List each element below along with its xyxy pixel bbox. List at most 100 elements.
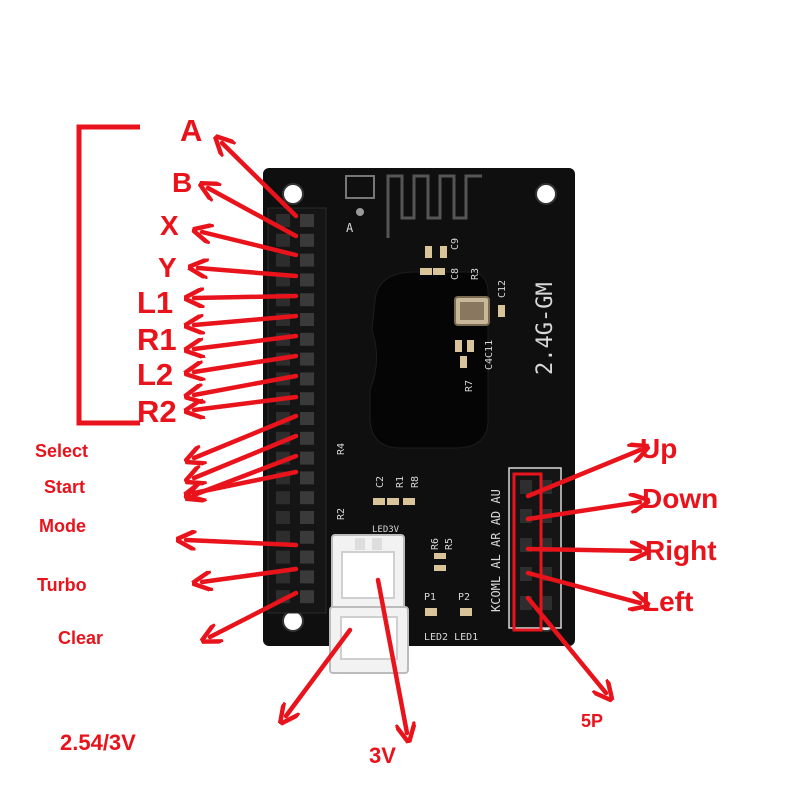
label-x: X (160, 210, 179, 241)
header-pin (300, 550, 314, 564)
header-pin (300, 491, 314, 505)
header-pin (300, 313, 314, 326)
header-pin (300, 233, 314, 247)
face-button-bracket (76, 124, 140, 426)
silk-p2: P2 (458, 592, 470, 603)
annotation-arrow (210, 590, 299, 637)
header-pin (276, 511, 290, 524)
annotation-arrow (194, 296, 299, 298)
annotation-arrow (525, 549, 640, 551)
header-pin (300, 392, 314, 406)
label-mode: Mode (39, 516, 86, 536)
annotation-arrows (186, 143, 640, 733)
label-b: B (172, 167, 193, 198)
silk-c9: C9 (450, 238, 461, 250)
header-pin (300, 372, 314, 386)
silk-c4c11: C4C11 (484, 340, 495, 370)
silk-r4: R4 (336, 443, 347, 455)
annotation-arrow (208, 188, 299, 239)
annotation-arrow (194, 333, 299, 349)
header-pin (520, 480, 532, 494)
silk-c2: C2 (375, 476, 386, 488)
silk-a: A (346, 221, 354, 235)
silk-r8: R8 (410, 476, 421, 488)
header-pin (300, 451, 314, 465)
annotation-arrow (194, 433, 299, 478)
header-pin (300, 412, 314, 425)
label-l1: L1 (137, 285, 174, 320)
label-right: Right (645, 535, 717, 566)
label-r1: R1 (137, 322, 177, 357)
annotation-arrow (525, 502, 640, 522)
annotation-arrow (194, 394, 299, 410)
annotation-arrow (202, 232, 299, 258)
header-pin (276, 570, 290, 584)
annotation-arrow (194, 469, 299, 493)
header-pin (300, 352, 314, 366)
antenna-trace (386, 174, 482, 238)
header-pin (540, 596, 552, 610)
silk-r6: R6 (430, 538, 441, 550)
header-pin (300, 590, 314, 604)
header-pin (276, 530, 290, 544)
silk-c8: C8 (450, 268, 461, 280)
label-up: Up (640, 433, 678, 464)
header-pin (276, 491, 290, 505)
antenna-connector (345, 175, 375, 199)
annotation-arrow (525, 595, 606, 693)
header-pin (276, 214, 290, 227)
smd-components (373, 246, 505, 616)
silk-led: LED2 LED1 (424, 632, 478, 643)
header-pin (300, 511, 314, 524)
silk-r2: R2 (336, 508, 347, 520)
annotation-arrow (194, 353, 299, 372)
board-model: 2.4G-GM (533, 282, 558, 375)
header-pin (300, 332, 314, 346)
header-pin (300, 293, 314, 307)
annotation-arrow (186, 540, 299, 545)
silk-r1: R1 (395, 476, 406, 488)
annotation-arrow (194, 373, 299, 395)
label-y: Y (158, 252, 177, 283)
crystal-top (460, 302, 484, 320)
silk-led3v: LED3V (372, 525, 400, 535)
via-dot (356, 208, 364, 216)
label-select: Select (35, 441, 89, 461)
header-pin (300, 471, 314, 485)
label-spec: 2.54/3V (60, 730, 136, 755)
label-3v: 3V (369, 743, 396, 768)
header-pin (300, 431, 314, 445)
annotation-arrow (375, 577, 407, 733)
annotation-arrow (202, 566, 299, 582)
label-5p: 5P (581, 711, 604, 731)
annotation-arrow (198, 268, 299, 276)
label-r2: R2 (137, 394, 177, 429)
power-connector-top (331, 534, 405, 612)
header-pin (300, 530, 314, 544)
header-pin (300, 214, 314, 227)
label-left: Left (642, 586, 694, 617)
five-pin-highlight (512, 472, 543, 632)
annotation-arrow (525, 450, 640, 499)
silk-direction-pins: KCOML AL AR AD AU (489, 489, 503, 612)
annotation-arrow (194, 313, 299, 325)
annotation-arrow (194, 413, 299, 458)
header-pin (276, 253, 290, 267)
header-pin (276, 550, 290, 564)
header-pin (300, 253, 314, 267)
label-down: Down (642, 483, 719, 514)
annotation-arrow (525, 570, 640, 603)
label-turbo: Turbo (37, 575, 87, 595)
label-start: Start (44, 477, 86, 497)
label-clear: Clear (58, 628, 104, 648)
silk-c12: C12 (497, 280, 508, 298)
silk-r7: R7 (464, 380, 475, 392)
silk-p1: P1 (424, 592, 436, 603)
annotation-arrow (222, 143, 299, 219)
label-l2: L2 (137, 357, 174, 392)
header-pin (300, 570, 314, 584)
silk-r5: R5 (444, 538, 455, 550)
header-pin (276, 233, 290, 247)
